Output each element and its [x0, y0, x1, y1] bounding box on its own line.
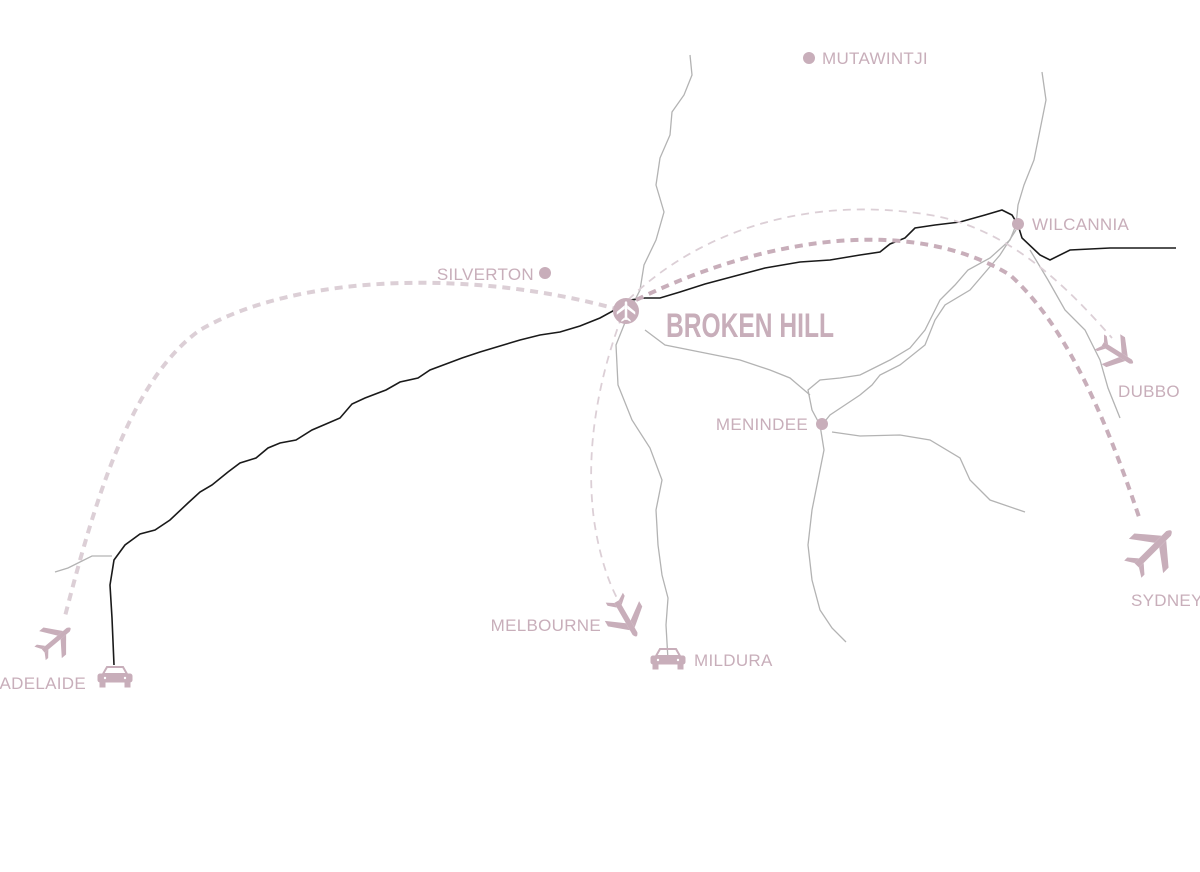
river-east-creek: [831, 431, 1026, 513]
wilcannia-label: WILCANNIA: [1032, 215, 1130, 234]
plane-icon: [28, 614, 82, 667]
highway-road: [109, 209, 1176, 666]
menindee-label: MENINDEE: [716, 415, 808, 434]
town-markers: [539, 52, 1024, 430]
place-labels: MUTAWINTJI SILVERTON WILCANNIA MENINDEE …: [0, 49, 1200, 693]
river-adelaide-west: [54, 555, 112, 573]
plane-icon: [1090, 327, 1143, 378]
flight-routes: [62, 208, 1142, 621]
car-icon: [97, 666, 133, 688]
route-dubbo: [627, 208, 1113, 339]
mildura-label: MILDURA: [694, 651, 773, 670]
broken-hill-label: BROKEN HILL: [666, 307, 834, 345]
river-network: [54, 54, 1121, 661]
mutawintji-label: MUTAWINTJI: [822, 49, 928, 68]
route-melbourne: [590, 315, 623, 601]
town-dot-icon: [803, 52, 815, 64]
river-broken-hill-east: [644, 329, 811, 396]
river-darling-lower: [807, 424, 847, 643]
river-south-creek: [615, 314, 669, 661]
car-markers: [97, 648, 686, 688]
route-sydney: [635, 237, 1142, 521]
plane-markers: [28, 327, 1189, 667]
plane-icon: [1115, 513, 1189, 587]
river-darling-branch: [821, 229, 1017, 426]
town-dot-icon: [1012, 218, 1024, 230]
river-dubbo-creek: [1029, 249, 1121, 419]
plane-icon: [597, 587, 654, 647]
dubbo-label: DUBBO: [1118, 382, 1180, 401]
melbourne-label: MELBOURNE: [491, 616, 601, 635]
route-adelaide: [62, 280, 621, 621]
adelaide-label: ADELAIDE: [0, 674, 86, 693]
town-dot-icon: [816, 418, 828, 430]
sydney-label: SYDNEY: [1131, 591, 1200, 610]
town-dot-icon: [539, 267, 551, 279]
broken-hill-hub: BROKEN HILL: [613, 298, 834, 345]
river-north-creek: [629, 54, 693, 311]
silverton-label: SILVERTON: [437, 265, 534, 284]
river-darling-upper: [807, 71, 1047, 426]
